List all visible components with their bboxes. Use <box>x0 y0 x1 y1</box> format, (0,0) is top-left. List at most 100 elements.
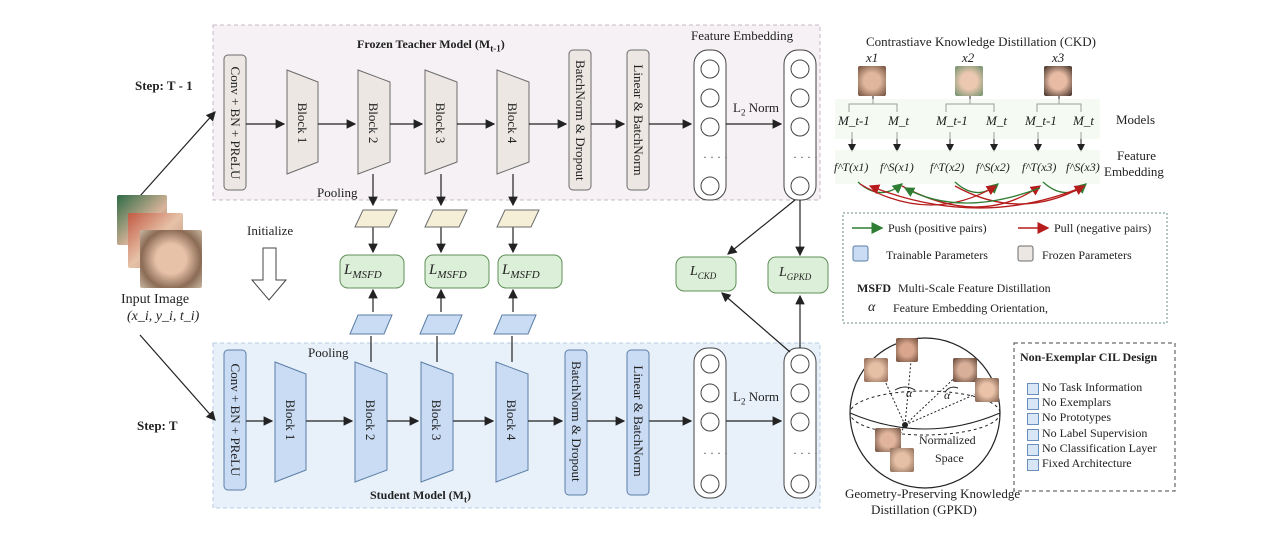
ckd-models-label: Models <box>1116 112 1155 127</box>
ckd-feature-6: f^S(x3) <box>1066 160 1100 174</box>
ckd-model-3: M_t-1 <box>936 113 968 128</box>
initialize-arrow <box>250 247 288 301</box>
ckd-loss <box>675 256 737 292</box>
student-pooling: Pooling <box>308 345 349 360</box>
step-prev-label: Step: T - 1 <box>135 78 193 93</box>
ckd-feature-2: f^S(x1) <box>880 160 914 174</box>
legend-msfd-full: Multi-Scale Feature Distillation <box>898 281 1051 295</box>
noncil-item-5: No Classification Layer <box>1042 441 1157 455</box>
svg-text:· · · ·: · · · · <box>793 446 818 460</box>
ckd-sample-3: x3 <box>1052 50 1065 65</box>
sphere-face-3 <box>953 358 977 382</box>
legend-trainable: Trainable Parameters <box>886 248 988 262</box>
gpkd-alpha-1: α <box>906 386 913 400</box>
legend-alpha-full: Feature Embedding Orientation, <box>893 301 1048 315</box>
teacher-block-3-label: Block 3 <box>433 102 448 144</box>
ckd-feature-label-2: Embedding <box>1104 164 1164 179</box>
sphere-face-2 <box>896 338 918 362</box>
ckd-model-6: M_t <box>1073 113 1094 128</box>
teacher-pool-4 <box>496 209 540 228</box>
frozen-swatch <box>1017 245 1034 262</box>
teacher-block-1 <box>286 69 319 175</box>
student-block-4 <box>495 361 529 483</box>
student-conv-label: Conv + BN + PReLU <box>228 363 243 477</box>
svg-text:· · · ·: · · · · <box>703 150 728 164</box>
legend-push: Push (positive pairs) <box>888 221 987 235</box>
teacher-conv-label: Conv + BN + PReLU <box>228 66 243 180</box>
student-bn-dropout <box>564 349 588 496</box>
teacher-block-3 <box>424 69 458 175</box>
gpkd-loss-label: LGPKD <box>779 265 812 282</box>
student-title: Student Model (Mt) <box>370 488 471 505</box>
legend-box <box>842 212 1168 324</box>
noncil-checkbox-3 <box>1027 413 1039 425</box>
teacher-block-2 <box>357 69 391 175</box>
gpkd-caption-1: Geometry-Preserving Knowledge <box>845 486 1021 501</box>
teacher-pool-3 <box>424 209 468 228</box>
student-block-2-label: Block 2 <box>363 399 378 441</box>
msfd-loss-3-label: LMSFD <box>502 262 540 281</box>
ckd-model-4: M_t <box>986 113 1007 128</box>
feature-embedding-label: Feature Embedding <box>691 28 794 43</box>
student-l2norm: L2 Norm <box>733 389 780 407</box>
legend-alpha: α <box>868 300 876 315</box>
ckd-sample-2: x2 <box>962 50 975 65</box>
noncil-checkbox-4 <box>1027 429 1039 441</box>
noncil-item-6: Fixed Architecture <box>1042 456 1132 470</box>
noncil-checkbox-2 <box>1027 398 1039 410</box>
msfd-loss-1 <box>339 254 405 289</box>
trainable-swatch <box>852 245 869 262</box>
student-bn-label: BatchNorm & Dropout <box>569 361 584 482</box>
student-block-1-label: Block 1 <box>283 399 298 441</box>
teacher-linear-label: Linear & BatchNorm <box>631 64 646 176</box>
msfd-loss-2 <box>424 254 490 289</box>
teacher-title: Frozen Teacher Model (Mt-1) <box>357 37 505 54</box>
student-linear <box>626 349 650 496</box>
ckd-model-2: M_t <box>888 113 909 128</box>
ckd-feature-5: f^T(x3) <box>1022 160 1057 174</box>
noncil-item-3: No Prototypes <box>1042 410 1111 424</box>
student-linear-label: Linear & BatchNorm <box>631 365 646 477</box>
embedding-circles <box>700 59 810 494</box>
sphere-face-4 <box>975 378 999 402</box>
teacher-block-4-label: Block 4 <box>505 102 520 144</box>
legend-msfd-abbr: MSFD <box>857 281 891 295</box>
msfd-loss-3 <box>497 254 563 289</box>
student-block-2 <box>354 361 388 483</box>
teacher-block-1-label: Block 1 <box>295 102 310 144</box>
ckd-title: Contrastiave Knowledge Distillation (CKD… <box>866 34 1096 49</box>
noncil-box <box>1013 342 1176 492</box>
sphere-face-1 <box>864 358 888 382</box>
teacher-pool-2 <box>354 209 398 228</box>
gpkd-alpha-2: α <box>944 388 951 402</box>
teacher-bn-label: BatchNorm & Dropout <box>573 60 588 181</box>
msfd-loss-1-label: LMSFD <box>344 262 382 281</box>
ckd-feature-4: f^S(x2) <box>976 160 1010 174</box>
noncil-item-2: No Exemplars <box>1042 395 1111 409</box>
ckd-face-3 <box>1044 66 1072 96</box>
gpkd-space: Space <box>935 451 964 465</box>
ckd-sample-1: x1 <box>866 50 879 65</box>
ckd-loss-label: LCKD <box>690 264 717 281</box>
noncil-item-4: No Label Supervision <box>1042 426 1148 440</box>
teacher-conv-block <box>223 54 247 191</box>
gpkd-normalized: Normalized <box>919 433 976 447</box>
teacher-block-2-label: Block 2 <box>366 102 381 144</box>
ckd-face-2 <box>955 66 983 96</box>
input-face-front <box>140 230 202 288</box>
input-label: Input Image <box>121 292 190 307</box>
ckd-feature-1: f^T(x1) <box>834 160 869 174</box>
gpkd-loss <box>767 256 829 294</box>
student-pool-2 <box>349 314 393 335</box>
student-block-3-label: Block 3 <box>429 399 444 441</box>
ckd-model-1: M_t-1 <box>838 113 870 128</box>
teacher-block-4 <box>496 69 530 175</box>
student-block-3 <box>420 361 454 483</box>
svg-text:· · · ·: · · · · <box>793 150 818 164</box>
teacher-l2norm: L2 Norm <box>733 100 780 118</box>
gpkd-caption-2: Distillation (GPKD) <box>871 502 977 517</box>
svg-text:· · · ·: · · · · <box>703 446 728 460</box>
ckd-feature-3: f^T(x2) <box>930 160 965 174</box>
noncil-checkbox-6 <box>1027 459 1039 471</box>
sphere-face-6 <box>890 448 914 472</box>
